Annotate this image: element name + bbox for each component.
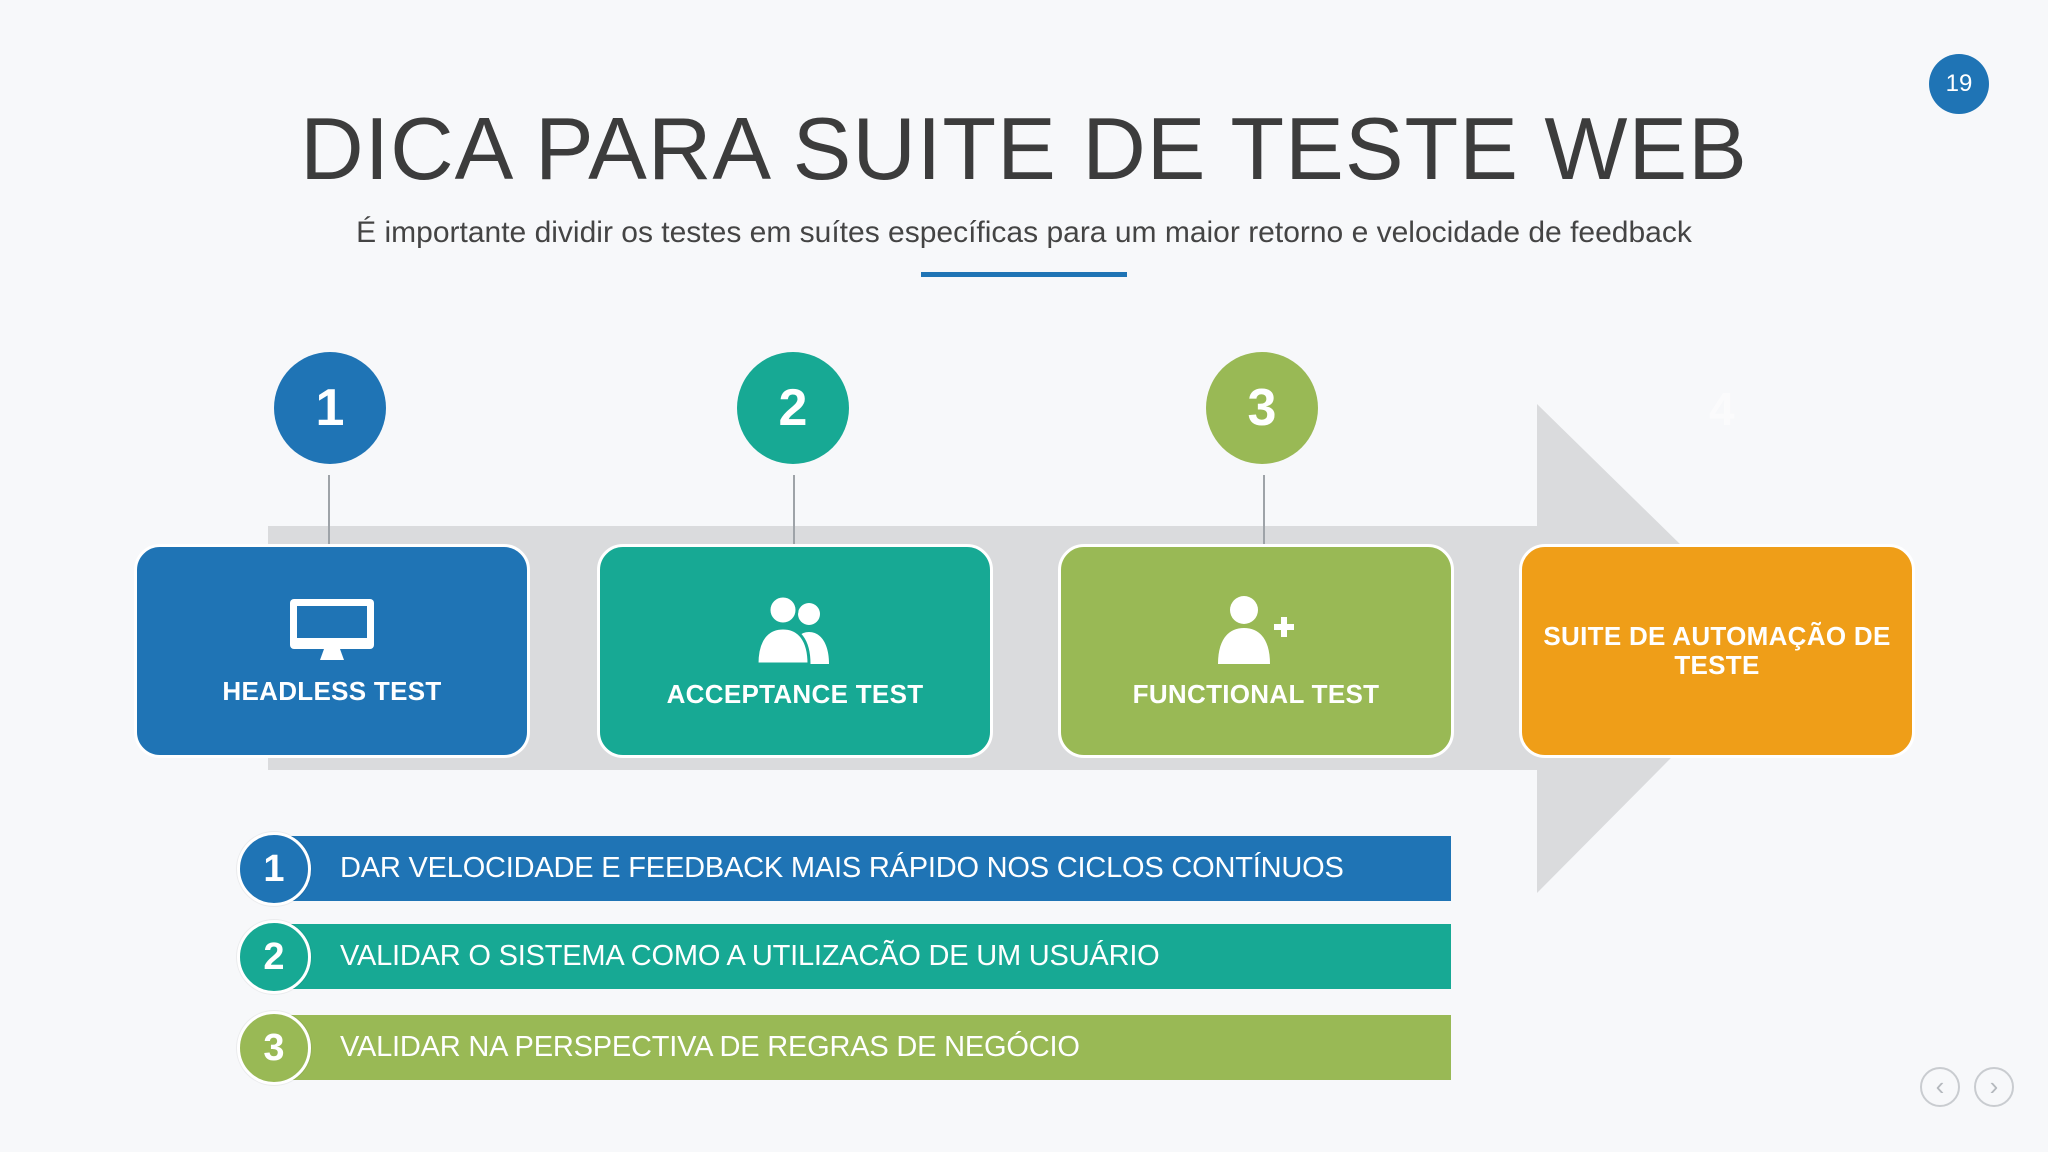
step-3-label: FUNCTIONAL TEST xyxy=(1132,678,1380,709)
process-arrow-shape xyxy=(268,404,1783,893)
step-3-connector xyxy=(1263,475,1265,565)
prev-slide-button[interactable]: ‹ xyxy=(1920,1067,1960,1107)
next-slide-button[interactable]: › xyxy=(1974,1067,2014,1107)
add-user-icon xyxy=(1218,595,1294,664)
step-1-card: HEADLESS TEST xyxy=(134,544,530,758)
bullet-bar-1: DAR VELOCIDADE E FEEDBACK MAIS RÁPIDO NO… xyxy=(276,836,1451,901)
chevron-left-icon: ‹ xyxy=(1935,1071,1945,1101)
bullet-bar-2: VALIDAR O SISTEMA COMO A UTILIZACÃO DE U… xyxy=(276,924,1451,989)
bullet-3-badge: 3 xyxy=(237,1011,311,1085)
step-3-circle: 3 xyxy=(1206,352,1318,464)
step-4-label: SUITE DE AUTOMAÇÃO DE TESTE xyxy=(1543,621,1891,680)
step-3-card: FUNCTIONAL TEST xyxy=(1058,544,1454,758)
bullet-2-badge: 2 xyxy=(237,920,311,994)
bullet-1-text: DAR VELOCIDADE E FEEDBACK MAIS RÁPIDO NO… xyxy=(340,852,1344,884)
page-number-badge: 19 xyxy=(1929,54,1989,114)
bullet-2-text: VALIDAR O SISTEMA COMO A UTILIZACÃO DE U… xyxy=(340,940,1160,972)
step-2-circle: 2 xyxy=(737,352,849,464)
step-1-connector xyxy=(328,475,330,565)
step-1-label: HEADLESS TEST xyxy=(222,675,442,706)
bullet-bar-3: VALIDAR NA PERSPECTIVA DE REGRAS DE NEGÓ… xyxy=(276,1015,1451,1080)
chevron-right-icon: › xyxy=(1989,1071,1999,1101)
step-2-connector xyxy=(793,475,795,565)
bullet-1-badge: 1 xyxy=(237,832,311,906)
title-underline xyxy=(921,272,1127,277)
step-2-card: ACCEPTANCE TEST xyxy=(597,544,993,758)
slide-subtitle: É importante dividir os testes em suítes… xyxy=(356,216,1692,249)
step-4-number: 4 xyxy=(1709,383,1735,435)
monitor-icon xyxy=(290,598,374,660)
bullet-3-text: VALIDAR NA PERSPECTIVA DE REGRAS DE NEGÓ… xyxy=(340,1031,1080,1063)
step-1-circle: 1 xyxy=(274,352,386,464)
step-2-label: ACCEPTANCE TEST xyxy=(666,678,924,709)
slide-title: DICA PARA SUITE DE TESTE WEB xyxy=(300,99,1748,198)
step-4-card: SUITE DE AUTOMAÇÃO DE TESTE xyxy=(1519,544,1915,758)
users-icon xyxy=(755,594,829,665)
